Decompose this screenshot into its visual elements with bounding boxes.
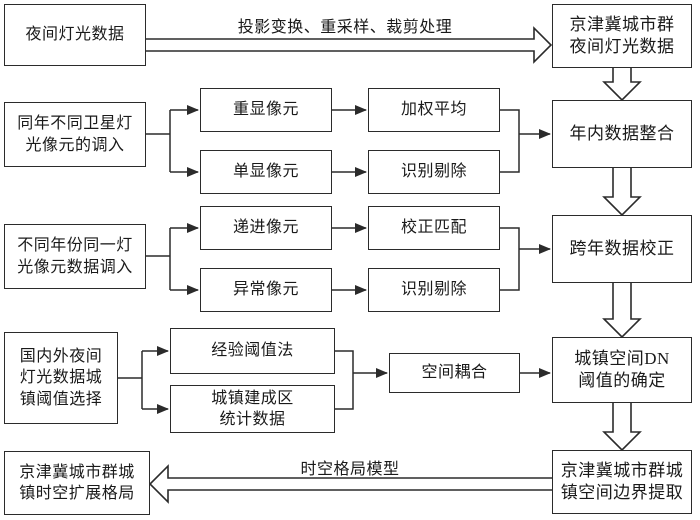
node-boundary-extraction: 京津冀城市群城 镇空间边界提取 [552,450,692,514]
node-weighted-average: 加权平均 [368,88,500,132]
node-correction-matching: 校正匹配 [368,206,500,250]
edge-label-pattern-model: 时空格局模型 [300,461,400,478]
hollow-arrow-preprocess [146,26,553,64]
node-abnormal-pixel: 异常像元 [200,268,332,312]
hollow-arrow-down-4 [602,403,642,452]
edge-label-preprocess: 投影变换、重采样、裁剪处理 [237,19,453,36]
node-intra-year-integration: 年内数据整合 [552,100,692,168]
node-dn-threshold: 城镇空间DN 阈值的确定 [552,337,692,403]
node-spatiotemporal-pattern: 京津冀城市群城 镇时空扩展格局 [4,451,150,515]
hollow-arrow-down-2 [602,168,642,217]
node-empirical-threshold: 经验阈值法 [170,328,335,374]
node-threshold-selection: 国内外夜间 灯光数据城 镇阈值选择 [4,332,118,424]
branch-row2 [146,110,171,172]
node-same-year-pixel-input: 同年不同卫星灯 光像元的调入 [4,102,146,167]
node-night-light-data: 夜间灯光数据 [4,4,146,66]
node-identify-remove-a: 识别剔除 [368,150,500,194]
node-spatial-coupling: 空间耦合 [389,353,520,393]
node-jjj-night-light-data: 京津冀城市群 夜间灯光数据 [552,4,692,68]
merge-row3 [500,227,520,291]
node-cross-year-correction: 跨年数据校正 [552,215,692,283]
node-single-pixel: 单显像元 [200,150,332,194]
node-cross-year-pixel-input: 不同年份同一灯 光像元数据调入 [4,224,146,289]
branch-row4 [118,351,143,409]
merge-row4 [335,350,354,410]
branch-row3 [146,228,171,290]
node-progressive-pixel: 递进像元 [200,206,332,250]
hollow-arrow-pattern-model [148,464,552,504]
merge-row2 [500,109,520,173]
node-built-up-statistics: 城镇建成区 统计数据 [170,385,335,433]
node-identify-remove-b: 识别剔除 [368,268,500,312]
node-repeated-pixel: 重显像元 [200,88,332,132]
hollow-arrow-down-1 [602,68,642,102]
hollow-arrow-down-3 [602,283,642,339]
